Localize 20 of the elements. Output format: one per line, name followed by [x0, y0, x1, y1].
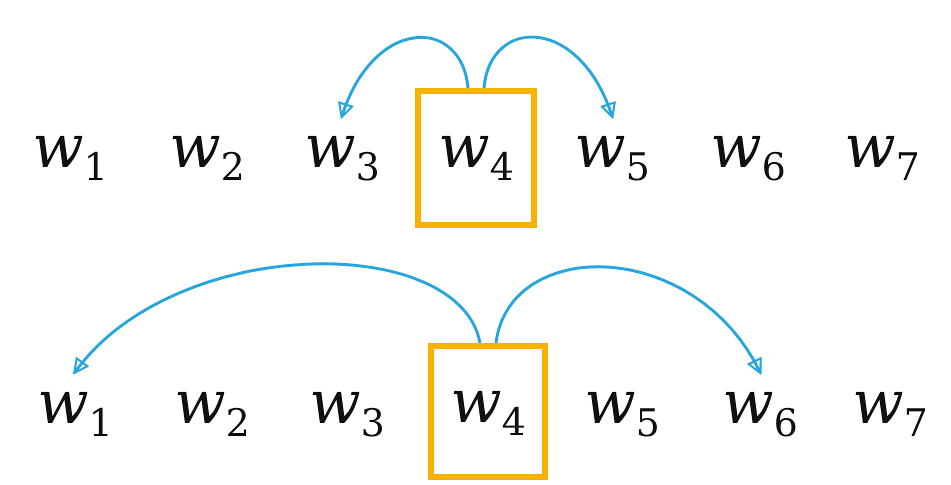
- curved-arrow: [482, 36, 615, 118]
- word-symbol: w$_{6}$: [688, 112, 808, 202]
- highlight-frame: [428, 343, 548, 480]
- word-symbol: w$_{5}$: [562, 368, 682, 458]
- word-symbol: w$_{7}$: [830, 368, 950, 458]
- word-symbol: w$_{3}$: [287, 368, 407, 458]
- word-symbol: w$_{4}$: [437, 112, 515, 191]
- word-symbol: w$_{2}$: [152, 368, 272, 458]
- word-symbol: w$_{1}$: [15, 368, 135, 458]
- word-symbol: w$_{1}$: [10, 112, 130, 202]
- word-symbol: w$_{6}$: [700, 368, 820, 458]
- curved-arrow: [339, 36, 470, 118]
- word-symbol: w$_{7}$: [822, 112, 942, 202]
- curved-arrow: [494, 266, 762, 374]
- highlight-frame: [415, 88, 537, 228]
- curved-arrow: [73, 262, 482, 374]
- word-symbol: w$_{5}$: [552, 112, 672, 202]
- word-symbol: w$_{3}$: [282, 112, 402, 202]
- word-symbol: w$_{4}$: [449, 367, 527, 446]
- word-symbol: w$_{2}$: [147, 112, 267, 202]
